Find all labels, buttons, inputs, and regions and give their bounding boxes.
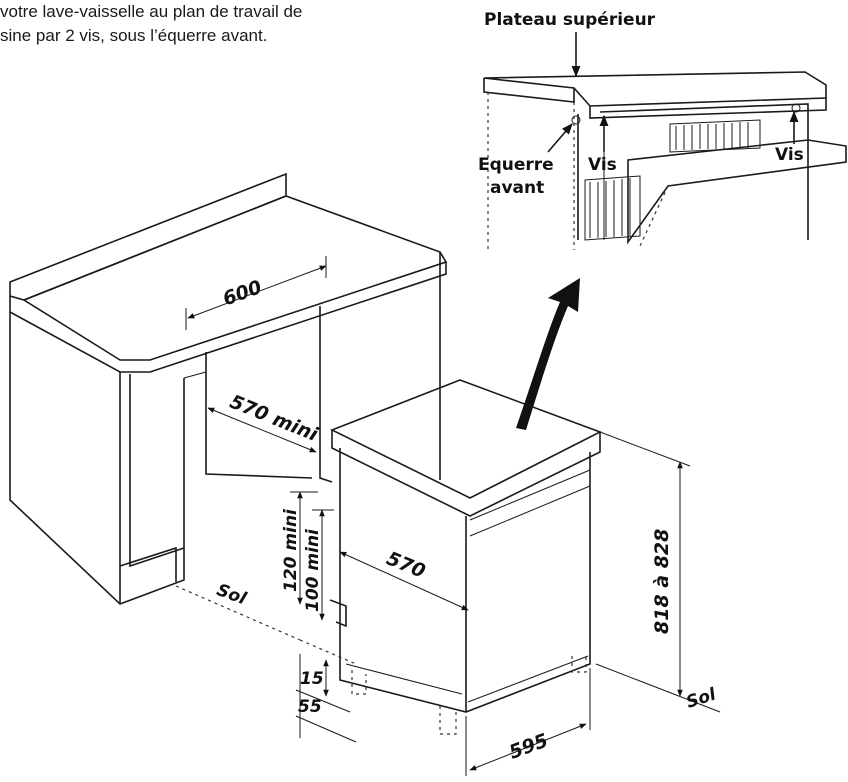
intro-line-2: sine par 2 vis, sous l’équerre avant. [0,26,268,45]
dim-line-600 [187,265,327,319]
worktop-edge [9,262,447,373]
detail-inset: Plateau supérieur Equerre avant Vis Vis [478,10,847,250]
dim-line-570-mini [207,407,317,453]
dishwasher-top-edge [331,430,601,517]
niche-back-wall [205,352,313,479]
plateau-front-edge [589,98,827,119]
dim-tick-818-top [599,431,691,467]
left-cabinet-plinth [119,546,177,582]
dim-tick-55 [295,715,357,743]
plinth-line [467,655,589,703]
label-vis-right: Vis [775,145,804,165]
foot-front-left [439,706,457,735]
label-vis-left: Vis [588,155,617,175]
dim-570-mini-label: 570 mini [227,391,322,446]
dim-line-570 [339,551,469,611]
dim-120-mini-label: 120 mini [281,508,301,592]
dim-55-label: 55 [298,697,322,717]
dim-595-label: 595 [506,729,551,763]
dim-600-label: 600 [220,276,265,310]
open-door [627,139,847,245]
zoom-arrow-icon [516,278,580,430]
dim-tick-818-bottom [595,663,721,713]
control-panel-line [469,469,591,521]
dim-100-mini-label: 100 mini [303,528,323,612]
intro-text: votre lave-vaisselle au plan de travail … [0,0,420,48]
foot-rear-left [351,670,367,695]
floor-line-left [175,585,301,641]
upper-rack [669,119,761,153]
lower-rack-tines [589,178,631,238]
lower-rack [584,175,641,241]
plateau-edge [483,78,575,103]
worktop-surface [22,195,448,361]
door-hinge-dash [639,185,669,247]
plateau-superieur-shape [483,71,827,107]
sol-left-label: Sol [214,580,250,609]
niche-top [183,371,207,379]
screw-left-icon [571,115,581,125]
label-plateau: Plateau supérieur [484,10,656,30]
upper-rack-tines [675,122,749,150]
dim-570-label: 570 [383,547,428,582]
floor-step [329,599,347,628]
label-equerre-2: avant [490,178,544,198]
left-cabinet-door [129,374,185,568]
inset-washer-top [599,103,809,240]
dim-tick-15 [295,689,351,713]
dishwasher [330,379,602,735]
arrow-equerre [547,123,573,153]
dim-line-595 [469,723,587,771]
label-equerre-1: Equerre [478,155,554,175]
floor-line-mid [299,639,357,665]
foot-front-right [571,654,587,673]
left-cabinet [9,312,185,605]
sol-right-label: Sol [684,684,720,713]
door-top-line [469,485,591,537]
dishwasher-top [330,379,602,499]
dim-818-828-label: 818 à 828 [651,529,673,634]
intro-line-1: votre lave-vaisselle au plan de travail … [0,2,303,21]
side-plinth-line [345,663,463,695]
cabinet-worktop [9,172,448,665]
right-cabinet-front [319,306,333,483]
dim-15-label: 15 [300,669,324,689]
